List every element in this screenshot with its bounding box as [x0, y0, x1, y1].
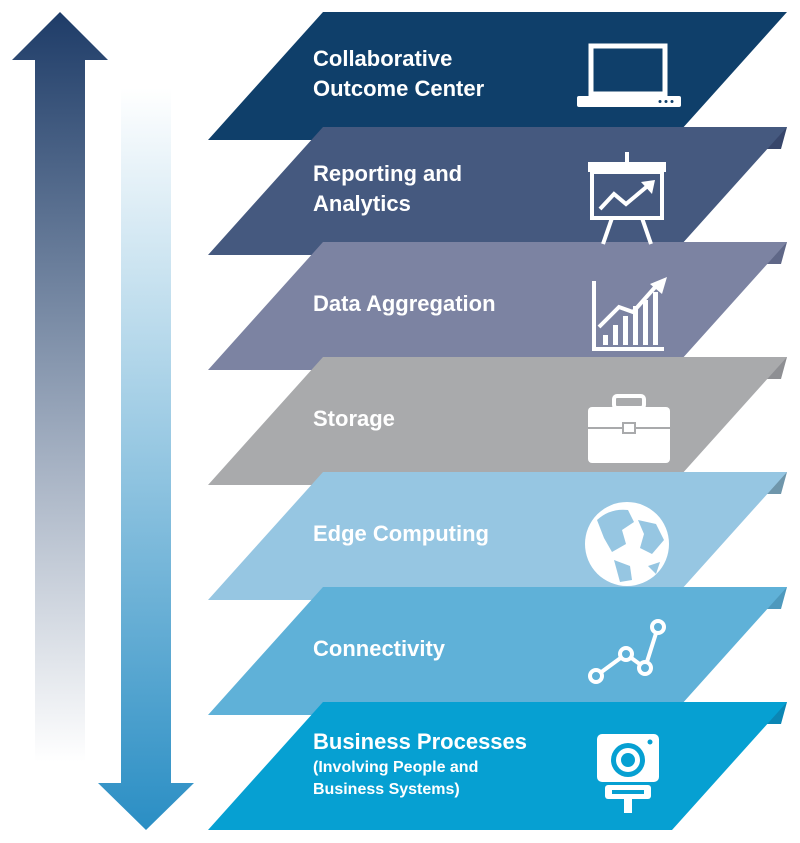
layer-title: Connectivity — [313, 636, 446, 661]
layer-storage — [208, 357, 787, 485]
laptop-icon — [577, 43, 681, 107]
layer-label-business: Business Processes (Involving People and … — [313, 727, 527, 801]
layer-reporting — [208, 127, 787, 255]
globe-icon — [585, 502, 669, 586]
layer-label-storage: Storage — [313, 404, 395, 434]
layer-title: Edge Computing — [313, 521, 489, 546]
connection-nodes-icon — [588, 619, 666, 684]
layer-collaborative — [208, 12, 787, 140]
layer-label-connectivity: Connectivity — [313, 634, 445, 664]
layer-connectivity — [208, 587, 787, 715]
camera-device-icon — [597, 734, 659, 813]
layer-title: Business Processes — [313, 729, 528, 754]
layer-label-aggregation: Data Aggregation — [313, 289, 496, 319]
upward-arrow — [12, 12, 108, 762]
layers-group — [208, 12, 787, 830]
briefcase-icon — [588, 394, 670, 463]
layer-title: Collaborative Outcome Center — [313, 46, 485, 101]
layer-aggregation — [208, 242, 787, 370]
layer-subtitle: (Involving People and Business Systems) — [313, 759, 479, 798]
presentation-board-icon — [588, 152, 666, 245]
layer-edge — [208, 472, 787, 600]
layer-title: Reporting and Analytics — [313, 161, 463, 216]
icons-group — [577, 43, 681, 813]
growth-chart-icon — [592, 277, 667, 351]
layer-title: Data Aggregation — [313, 291, 496, 316]
layer-title: Storage — [313, 406, 395, 431]
layer-label-reporting: Reporting and Analytics — [313, 159, 462, 219]
layer-label-collaborative: Collaborative Outcome Center — [313, 44, 484, 104]
layer-label-edge: Edge Computing — [313, 519, 489, 549]
downward-arrow — [98, 88, 194, 830]
